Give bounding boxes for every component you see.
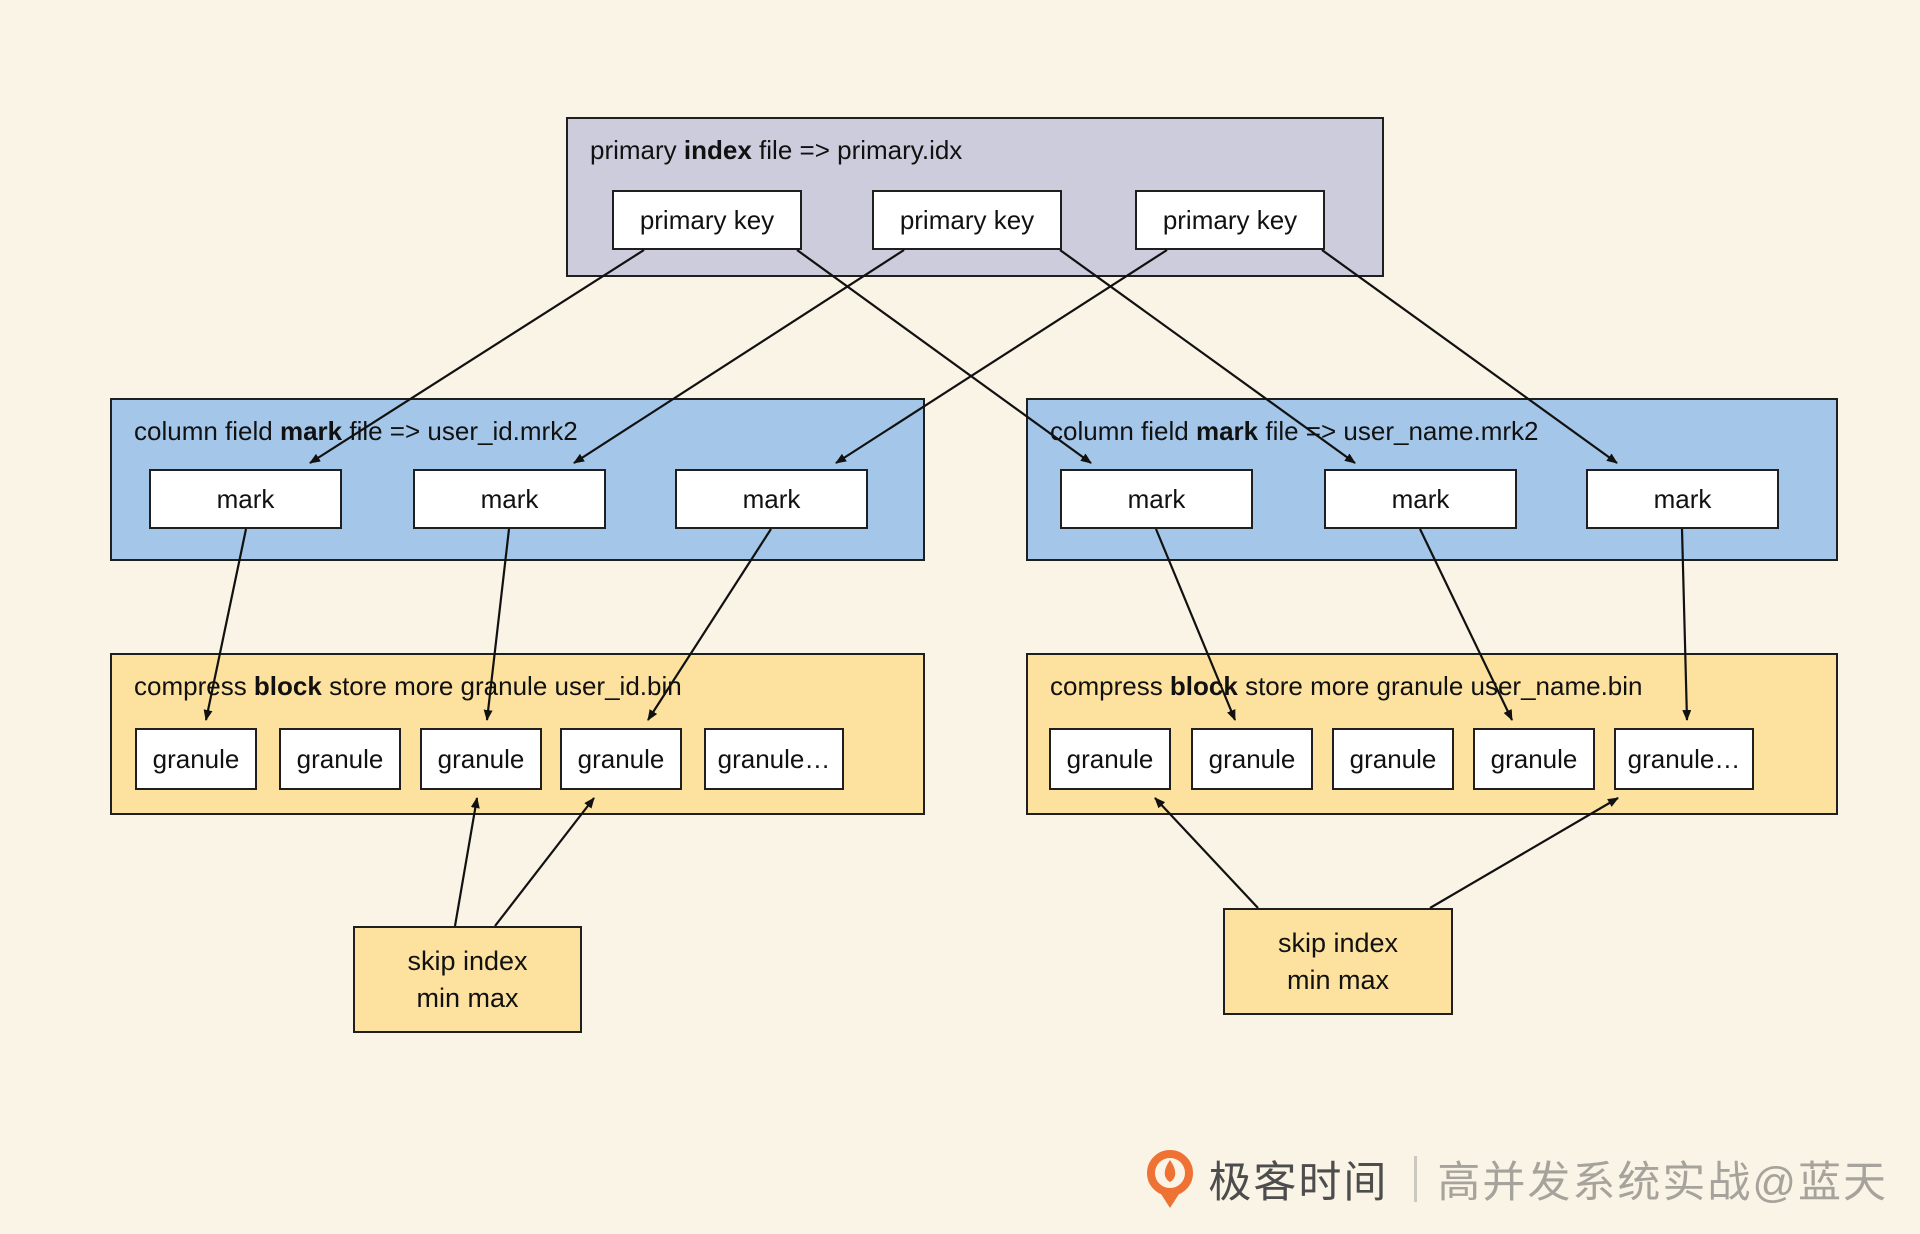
skip-index-line2: min max bbox=[1286, 964, 1389, 995]
skip-index-line2: min max bbox=[416, 982, 519, 1013]
mark-node: mark bbox=[1586, 469, 1779, 529]
primary-key-node: primary key bbox=[612, 190, 802, 250]
skip-index-line1: skip index bbox=[1277, 928, 1399, 959]
granule-node: granule bbox=[1049, 728, 1171, 790]
credit-text: 高并发系统实战@蓝天 bbox=[1437, 1159, 1888, 1207]
footer-branding: 极客时间 高并发系统实战@蓝天 bbox=[1144, 1148, 1888, 1210]
granule-node: granule bbox=[1473, 728, 1595, 790]
mark-node: mark bbox=[1324, 469, 1517, 529]
skip-index-box-user-name: skip index min max bbox=[1223, 908, 1453, 1015]
granule-node: granule bbox=[135, 728, 257, 790]
granule-node: granule bbox=[560, 728, 682, 790]
mark-node: mark bbox=[675, 469, 868, 529]
skip-index-line1: skip index bbox=[407, 946, 528, 977]
block-store-title-user-name: compress block store more granule user_n… bbox=[1050, 671, 1643, 701]
mark-node: mark bbox=[1060, 469, 1253, 529]
primary-key-node: primary key bbox=[872, 190, 1062, 250]
primary-key-node: primary key bbox=[1135, 190, 1325, 250]
granule-node: granule… bbox=[1614, 728, 1754, 790]
brand-name: 极客时间 bbox=[1208, 1159, 1389, 1207]
mark-node: mark bbox=[413, 469, 606, 529]
mark-file-title-user-id: column field mark file => user_id.mrk2 bbox=[134, 416, 578, 446]
mark-file-title-user-name: column field mark file => user_name.mrk2 bbox=[1050, 416, 1539, 446]
skip-index-box-user-id: skip index min max bbox=[353, 926, 582, 1033]
granule-node: granule bbox=[420, 728, 542, 790]
granule-node: granule… bbox=[704, 728, 844, 790]
mark-node: mark bbox=[149, 469, 342, 529]
granule-node: granule bbox=[1191, 728, 1313, 790]
primary-index-file-title: primary index file => primary.idx bbox=[590, 135, 963, 165]
geektime-logo-icon bbox=[1147, 1150, 1194, 1208]
block-store-title-user-id: compress block store more granule user_i… bbox=[134, 671, 682, 701]
granule-node: granule bbox=[279, 728, 401, 790]
footer-divider bbox=[1414, 1156, 1418, 1202]
granule-node: granule bbox=[1332, 728, 1454, 790]
